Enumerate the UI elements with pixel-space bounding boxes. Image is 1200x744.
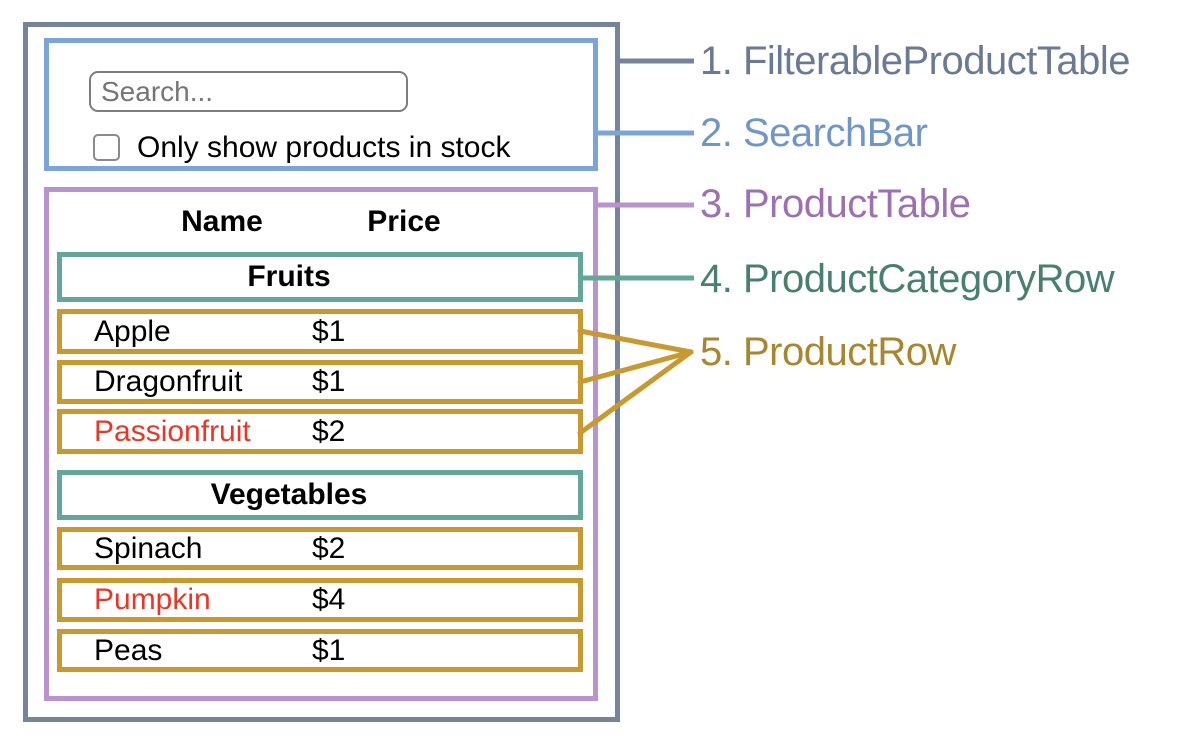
legend-product-row: 5. ProductRow: [700, 330, 956, 374]
filterable-product-table-box: Only show products in stock Name Price F…: [23, 22, 620, 722]
product-price: $1: [312, 633, 346, 667]
in-stock-checkbox[interactable]: [93, 134, 120, 161]
product-price: $2: [312, 414, 346, 448]
column-header-price: Price: [367, 205, 441, 238]
legend-product-table: 3. ProductTable: [700, 182, 971, 226]
search-bar-box: Only show products in stock: [44, 38, 598, 171]
column-header-name: Name: [181, 205, 263, 238]
product-row-spinach: Spinach $2: [57, 527, 583, 570]
product-row-peas: Peas $1: [57, 629, 583, 672]
search-input[interactable]: [89, 71, 408, 112]
category-row-fruits: Fruits: [57, 252, 583, 302]
product-name: Apple: [94, 314, 171, 348]
category-row-vegetables: Vegetables: [57, 470, 583, 520]
legend-product-category-row: 4. ProductCategoryRow: [700, 257, 1115, 301]
category-name: Vegetables: [210, 478, 368, 511]
legend-filterable-product-table: 1. FilterableProductTable: [700, 39, 1130, 83]
product-row-dragonfruit: Dragonfruit $1: [57, 360, 583, 404]
product-name: Spinach: [94, 531, 203, 565]
product-table-box: Name Price Fruits Apple $1 Dragonfruit $…: [44, 187, 598, 701]
product-price: $1: [312, 314, 346, 348]
product-price: $4: [312, 583, 346, 616]
product-price: $2: [312, 531, 346, 565]
category-name: Fruits: [247, 260, 331, 293]
product-name: Dragonfruit: [94, 365, 243, 398]
product-price: $1: [312, 365, 346, 398]
in-stock-filter-row: Only show products in stock: [93, 131, 511, 164]
product-name: Passionfruit: [94, 414, 251, 448]
product-row-pumpkin: Pumpkin $4: [57, 578, 583, 622]
product-row-passionfruit: Passionfruit $2: [57, 409, 583, 454]
product-name: Pumpkin: [94, 583, 211, 616]
in-stock-checkbox-label: Only show products in stock: [137, 130, 511, 164]
product-name: Peas: [94, 633, 163, 667]
product-row-apple: Apple $1: [57, 309, 583, 354]
legend-search-bar: 2. SearchBar: [700, 111, 928, 155]
